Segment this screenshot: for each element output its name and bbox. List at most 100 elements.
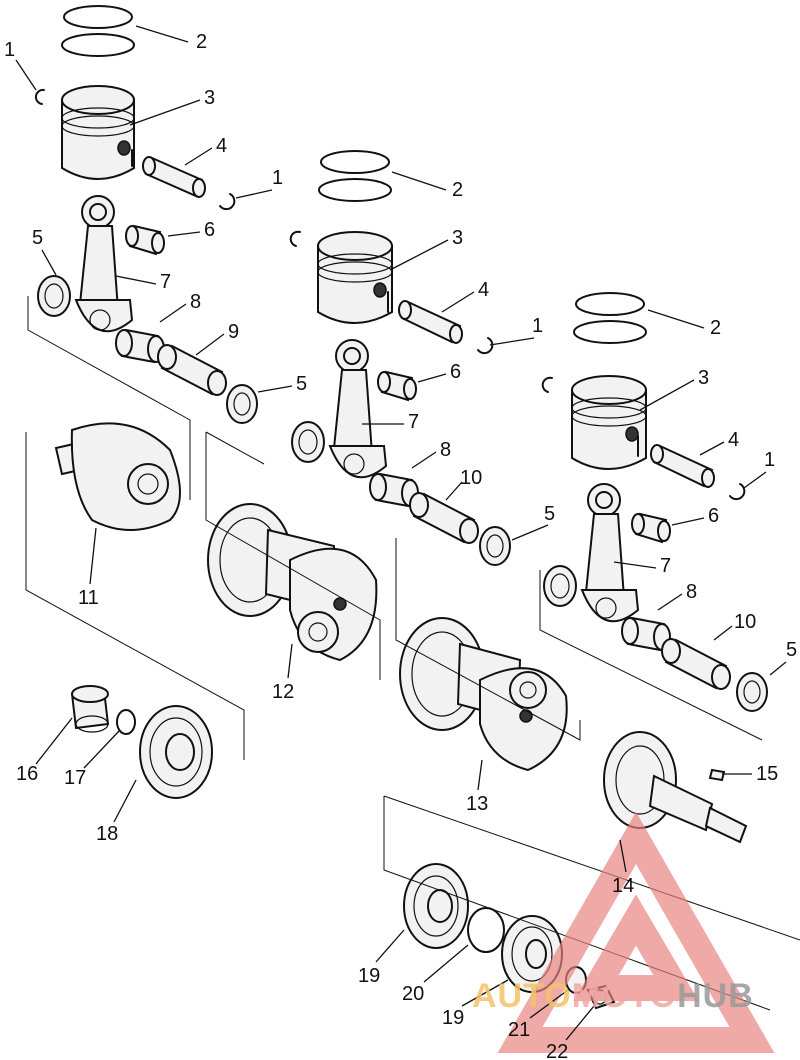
leader-line-c16 — [35, 717, 73, 765]
needle-bearing-a-large — [115, 328, 165, 364]
seal-b — [226, 384, 258, 424]
callout-c8a: 8 — [190, 291, 201, 313]
callout-c5b: 5 — [296, 373, 307, 395]
leader-line-c13 — [477, 759, 483, 791]
callout-c5d: 5 — [786, 639, 797, 661]
callout-c14: 14 — [612, 875, 634, 897]
leader-line-c2c — [647, 309, 705, 329]
snap-ring-20 — [467, 907, 505, 953]
callout-c1a: 1 — [4, 39, 15, 61]
crank-section-14 — [603, 731, 748, 844]
callout-c3c: 3 — [698, 367, 709, 389]
callout-c3a: 3 — [204, 87, 215, 109]
callout-c19b: 19 — [442, 1007, 464, 1029]
callout-c8b: 8 — [440, 439, 451, 461]
callout-c3b: 3 — [452, 227, 463, 249]
callout-c5c: 5 — [544, 503, 555, 525]
callout-c15: 15 — [756, 763, 778, 785]
bushing-16 — [70, 685, 110, 733]
leader-line-c6c — [671, 517, 705, 526]
crank-section-13 — [399, 617, 568, 772]
leader-line-c5b — [257, 385, 293, 393]
piston-ring-set-a — [61, 5, 135, 57]
callout-c6a: 6 — [204, 219, 215, 241]
needle-bearing-b-large — [369, 472, 419, 508]
spacer-10-a — [409, 492, 479, 544]
leader-line-c19a — [375, 929, 405, 963]
watermark-text: AUTOMOTOHUB — [472, 977, 754, 1015]
ball-bearing-18 — [139, 705, 213, 799]
callout-c16: 16 — [16, 763, 38, 785]
leader-line-c10b — [713, 625, 733, 641]
callout-c7c: 7 — [660, 555, 671, 577]
leader-line-c19b — [461, 979, 509, 1007]
leader-line-c1a — [15, 59, 37, 91]
callout-c4c: 4 — [728, 429, 739, 451]
oring-17 — [116, 709, 136, 735]
piston-ring-set-b — [318, 150, 392, 202]
leader-line-c3c — [639, 379, 695, 411]
callout-c2b: 2 — [452, 179, 463, 201]
callout-c9: 9 — [228, 321, 239, 343]
callout-c17: 17 — [64, 767, 86, 789]
leader-line-c6b — [417, 373, 447, 383]
leader-line-c1b — [235, 189, 273, 199]
circlip-a2 — [219, 193, 236, 211]
spacer-9 — [157, 344, 227, 396]
leader-line-c4a — [184, 147, 213, 166]
callout-c20: 20 — [402, 983, 424, 1005]
callout-c21: 21 — [508, 1019, 530, 1041]
woodruff-key-15 — [708, 768, 726, 782]
circlip-c1 — [541, 376, 553, 393]
leader-line-c8c — [657, 593, 683, 611]
callout-c6b: 6 — [450, 361, 461, 383]
leader-line-c7c — [613, 561, 657, 569]
conrod-c — [580, 483, 640, 623]
callout-c1c: 1 — [532, 315, 543, 337]
watermark-text-auto: AUTO — [472, 977, 572, 1015]
leader-line-c4c — [699, 441, 725, 456]
piston-c — [571, 375, 647, 470]
leader-line-c9 — [195, 333, 225, 356]
leader-line-c5d — [769, 661, 787, 676]
piston-pin-b — [398, 300, 463, 344]
leader-line-c6a — [167, 231, 201, 237]
callout-c1b: 1 — [272, 167, 283, 189]
callout-c12: 12 — [272, 681, 294, 703]
needle-bearing-b-small — [377, 370, 417, 402]
piston-a — [61, 85, 135, 180]
leader-line-c3a — [129, 99, 201, 126]
leader-line-c14 — [619, 839, 627, 873]
piston-b — [317, 231, 393, 324]
leader-line-c20 — [423, 944, 469, 983]
leader-line-c1d — [743, 471, 767, 489]
seal-d — [479, 526, 511, 566]
needle-bearing-a-small — [125, 224, 165, 256]
circlip-b2 — [477, 337, 494, 355]
leader-line-c7a — [115, 275, 157, 285]
circlip-c2 — [729, 483, 746, 501]
leader-line-c8b — [411, 451, 437, 469]
callout-c18: 18 — [96, 823, 118, 845]
seal-f — [736, 672, 768, 712]
callout-c19a: 19 — [358, 965, 380, 987]
leader-line-c21 — [529, 989, 569, 1019]
piston-pin-a — [142, 156, 206, 198]
seal-e — [543, 565, 577, 607]
callout-c2a: 2 — [196, 31, 207, 53]
seal-a — [37, 275, 71, 317]
piston-ring-set-c — [573, 292, 647, 344]
needle-bearing-c-small — [631, 512, 671, 544]
callout-c11: 11 — [78, 587, 99, 609]
callout-c5a: 5 — [32, 227, 43, 249]
seal-c — [291, 421, 325, 463]
conrod-a — [74, 195, 134, 333]
callout-c1d: 1 — [764, 449, 775, 471]
watermark-text-hub: HUB — [677, 977, 754, 1015]
assembly-frame-lines — [25, 296, 800, 1011]
circlip-a1 — [34, 88, 45, 105]
leader-line-c1c — [489, 337, 535, 346]
leader-line-c18 — [113, 779, 137, 823]
